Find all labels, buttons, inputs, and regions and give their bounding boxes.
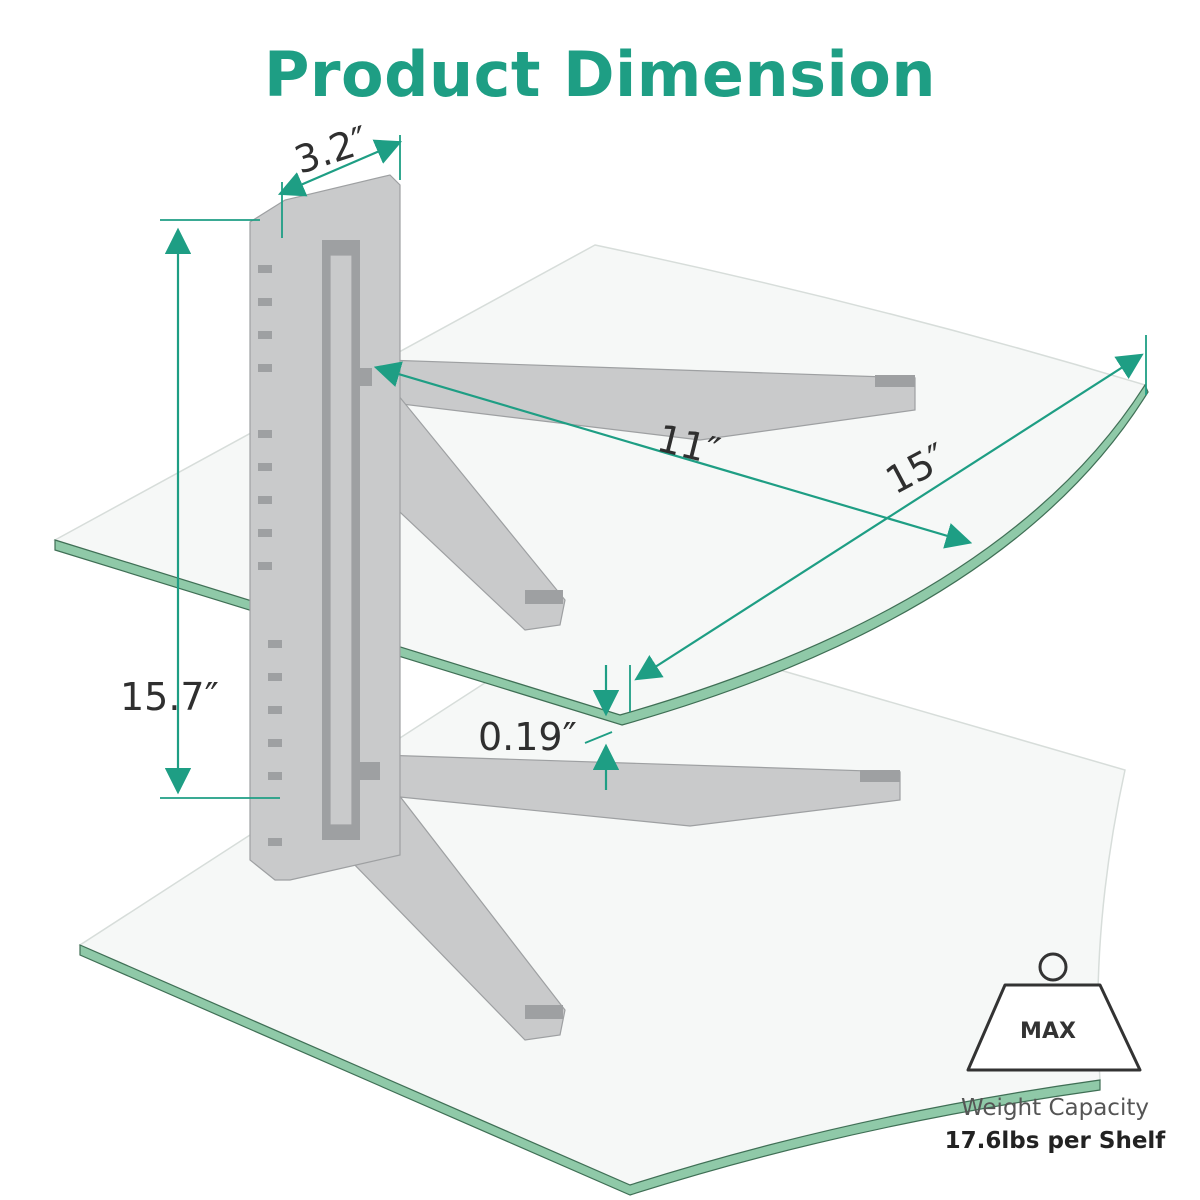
page-title: Product Dimension: [263, 38, 936, 111]
dimension-lines: [160, 135, 1147, 799]
lower-glass-shelf: [78, 614, 1126, 1196]
overall-height-label: 15.7″: [120, 675, 219, 719]
glass-thickness-label: 0.19″: [478, 715, 577, 759]
bracket-width-label: 3.2″: [289, 118, 374, 183]
max-badge-label: MAX: [1020, 1019, 1076, 1044]
weight-capacity-label: Weight Capacity: [961, 1095, 1149, 1121]
weight-icon: MAX: [966, 952, 1142, 1072]
weight-capacity-value: 17.6lbs per Shelf: [944, 1128, 1166, 1154]
vertical-wall-rail: [249, 174, 401, 881]
upper-glass-shelf: [53, 244, 1149, 726]
